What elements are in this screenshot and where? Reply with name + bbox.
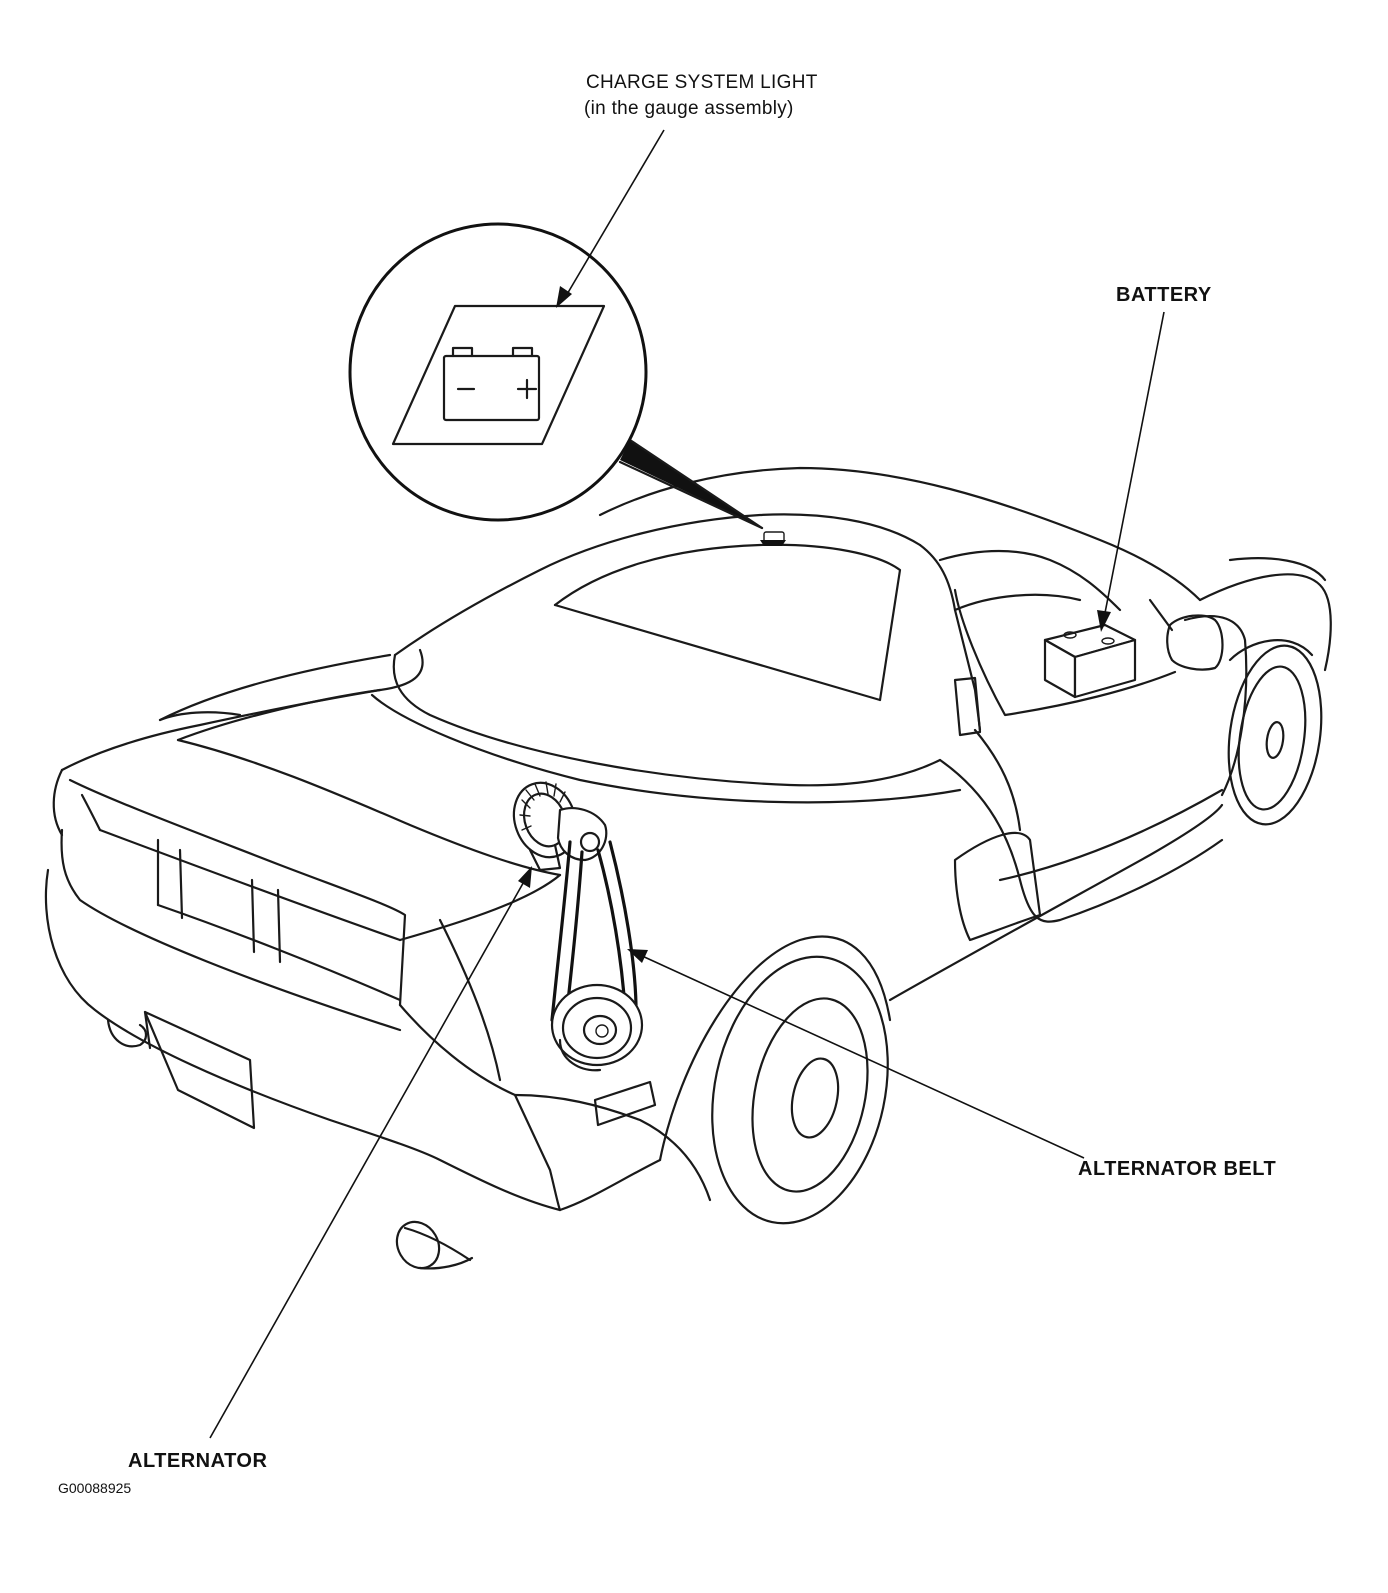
alternator-belt-illustration bbox=[550, 840, 644, 1072]
alternator-label: ALTERNATOR bbox=[128, 1450, 268, 1472]
alternator-belt-label: ALTERNATOR BELT bbox=[1078, 1158, 1277, 1180]
leader-battery bbox=[1097, 311, 1165, 632]
leader-charge-light bbox=[556, 129, 665, 308]
charge-warning-panel bbox=[391, 304, 606, 446]
charge-light-magnifier bbox=[348, 222, 764, 530]
charge-light-label: CHARGE SYSTEM LIGHT bbox=[586, 72, 818, 93]
battery-label: BATTERY bbox=[1116, 284, 1212, 306]
car-body bbox=[44, 466, 1332, 1270]
charge-light-sublabel: (in the gauge assembly) bbox=[584, 98, 794, 119]
leader-alternator bbox=[209, 866, 532, 1439]
leader-alternator-belt bbox=[627, 949, 1085, 1159]
alternator-illustration bbox=[512, 781, 608, 872]
battery-icon bbox=[442, 346, 541, 422]
figure-id: G00088925 bbox=[58, 1480, 132, 1496]
battery-illustration bbox=[1043, 623, 1137, 699]
